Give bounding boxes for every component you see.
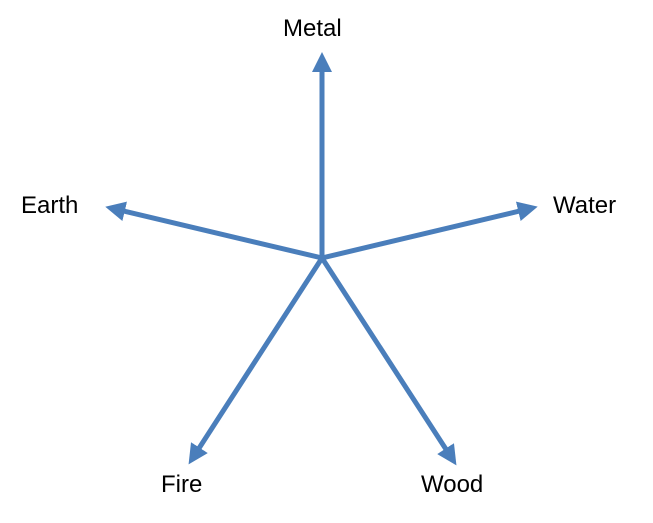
label-metal: Metal <box>283 15 342 42</box>
arrow-fire <box>188 256 325 465</box>
label-wood: Wood <box>421 471 484 498</box>
arrow-water <box>321 201 538 261</box>
label-earth: Earth <box>21 192 79 219</box>
label-water: Water <box>553 192 617 219</box>
label-fire: Fire <box>161 471 203 498</box>
arrow-wood <box>319 256 457 466</box>
arrow-earth <box>105 201 323 261</box>
